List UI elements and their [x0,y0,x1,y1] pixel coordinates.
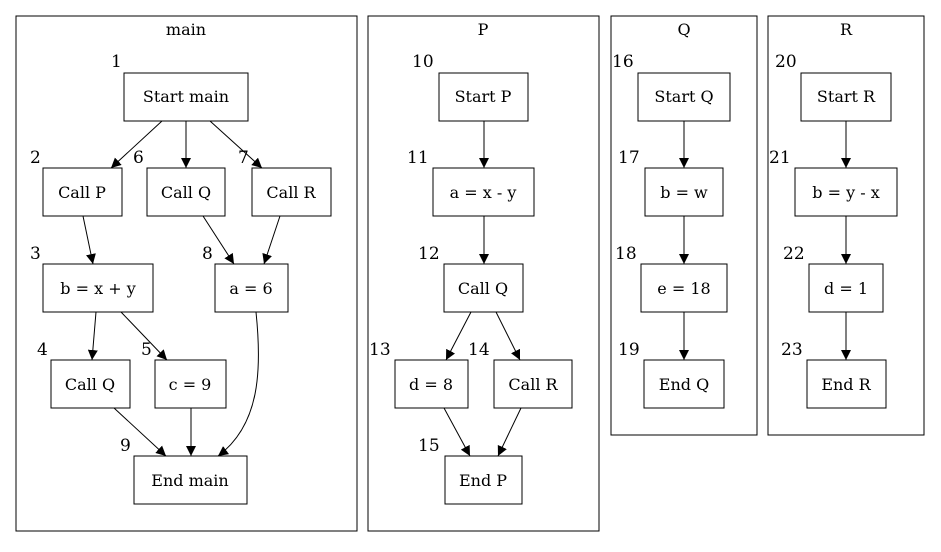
node-label: d = 8 [409,375,453,394]
node-a-eq-6: a = 6 8 [202,244,289,313]
edge [217,311,259,457]
node-label: e = 18 [657,279,710,298]
node-end-main: End main 9 [120,436,248,505]
node-label: End P [459,471,507,490]
node-end-p: End P 15 [418,436,523,505]
node-number: 17 [618,148,640,168]
edge [443,407,471,457]
cluster-title: P [478,20,489,39]
node-call-q-main-4: Call Q 4 [37,340,131,409]
node-label: b = y - x [812,183,879,202]
node-label: End main [151,471,228,490]
node-label: Call P [58,183,106,202]
edge [495,311,521,361]
node-a-eq-x-minus-y: a = x - y 11 [407,148,535,217]
node-label: a = 6 [229,279,272,298]
node-label: Call Q [161,183,211,202]
node-number: 16 [612,52,634,72]
node-number: 11 [407,148,429,168]
node-start-p: Start P 10 [412,52,529,122]
cluster-title: main [166,20,206,39]
node-number: 22 [783,244,805,264]
node-number: 19 [618,340,640,360]
edge [445,311,472,361]
node-number: 10 [412,52,434,72]
node-number: 6 [133,148,144,168]
node-label: Call R [266,183,316,202]
node-number: 9 [120,436,131,456]
node-number: 12 [418,244,440,264]
node-label: Start main [143,87,229,106]
edge [202,215,235,265]
node-call-r-main: Call R 7 [238,148,332,217]
edge [209,120,263,169]
node-label: Start R [817,87,876,106]
node-number: 5 [141,340,152,360]
node-label: c = 9 [169,375,212,394]
edge [82,215,96,265]
node-number: 21 [769,148,791,168]
nodes: Start main 1 Call P 2 Call Q 6 Call R 7 … [30,52,898,505]
node-number: 15 [418,436,440,456]
node-d-eq-1: d = 1 22 [783,244,884,313]
node-label: d = 1 [824,279,868,298]
node-start-main: Start main 1 [111,52,249,122]
edge [120,311,168,361]
node-label: a = x - y [450,183,517,202]
node-label: End R [821,375,871,394]
node-number: 1 [111,52,122,72]
node-start-r: Start R 20 [775,52,892,122]
node-label: End Q [659,375,709,394]
node-number: 8 [202,244,213,264]
node-label: Call Q [65,375,115,394]
edge [497,407,522,457]
node-call-p: Call P 2 [30,148,123,217]
node-c-eq-9: c = 9 5 [141,340,227,409]
node-b-eq-w: b = w 17 [618,148,724,217]
node-end-q: End Q 19 [618,340,725,409]
node-label: Call Q [458,279,508,298]
node-end-r: End R 23 [781,340,887,409]
node-label: Call R [508,375,558,394]
node-call-q-main-6: Call Q 6 [133,148,226,217]
node-number: 23 [781,340,803,360]
cluster-title: R [840,20,853,39]
cluster-q: Q [610,15,758,436]
edge [110,120,163,169]
node-number: 18 [615,244,637,264]
node-number: 13 [369,340,391,360]
edge [113,407,167,457]
node-number: 2 [30,148,41,168]
cluster-p: P [367,15,600,532]
node-e-eq-18: e = 18 18 [615,244,728,313]
node-number: 20 [775,52,797,72]
node-number: 4 [37,340,48,360]
cluster-main: main [15,15,358,532]
node-b-eq-x-plus-y: b = x + y 3 [30,244,154,313]
node-label: Start Q [654,87,713,106]
edges [82,120,851,457]
node-b-eq-y-minus-x: b = y - x 21 [769,148,898,217]
node-label: b = w [660,183,708,202]
node-number: 14 [468,340,490,360]
node-start-q: Start Q 16 [612,52,731,122]
node-call-q-p: Call Q 12 [418,244,524,313]
edge [262,215,281,265]
node-number: 7 [238,148,249,168]
edge [87,311,98,361]
node-call-r-p: Call R 14 [468,340,573,409]
node-d-eq-8: d = 8 13 [369,340,469,409]
node-label: Start P [455,87,512,106]
node-number: 3 [30,244,41,264]
cluster-r: R [767,15,925,436]
node-label: b = x + y [60,279,135,298]
cluster-title: Q [677,20,690,39]
